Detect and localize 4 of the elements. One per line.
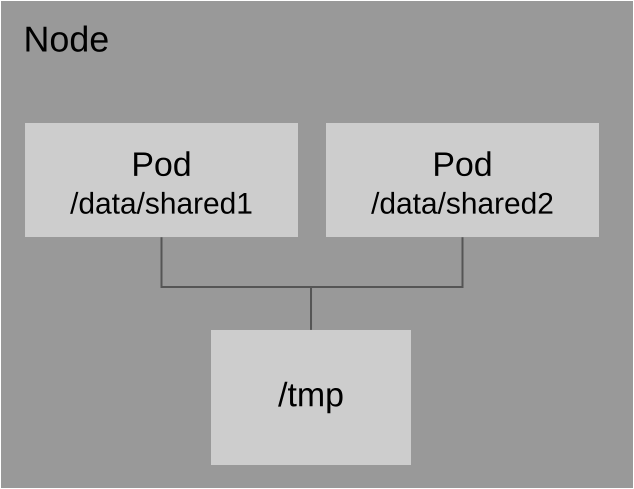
pod-box: Pod /data/shared2	[326, 123, 599, 237]
volume-box: /tmp	[211, 330, 411, 465]
connector-line	[310, 237, 464, 330]
pod-box: Pod /data/shared1	[25, 123, 298, 237]
